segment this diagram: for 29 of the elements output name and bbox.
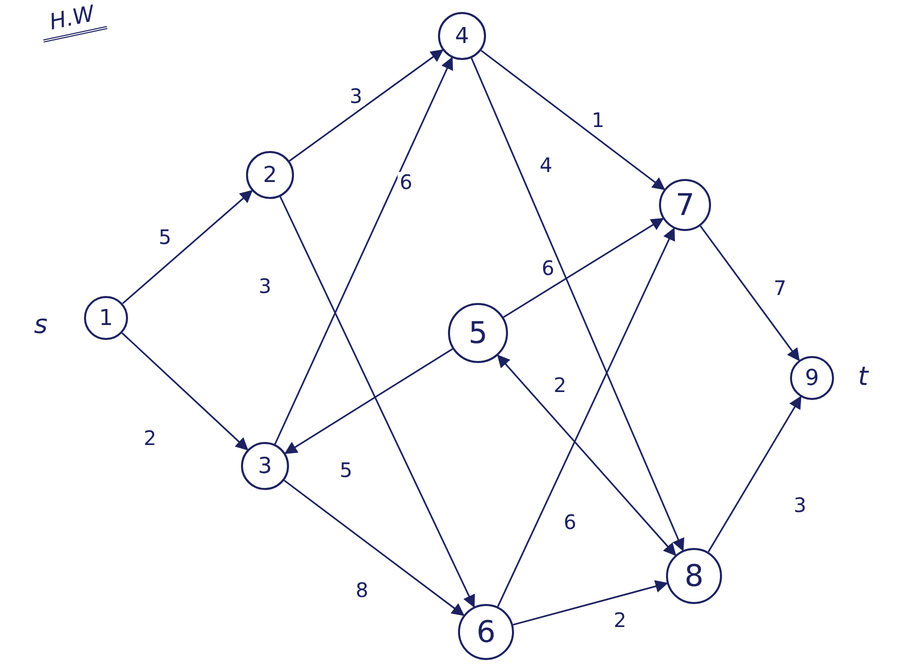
arrow xyxy=(122,190,253,304)
arrow xyxy=(708,396,802,552)
vertex-circle: 9 xyxy=(790,356,834,400)
vertex-circle: 7 xyxy=(659,179,711,231)
vertex-circle: 6 xyxy=(458,604,514,660)
vertex-circle: 1 xyxy=(84,296,128,340)
arrow xyxy=(700,225,800,362)
edge-label: 4 xyxy=(538,155,554,175)
arrow xyxy=(470,58,684,552)
edge-label: 6 xyxy=(398,172,414,192)
vertex-circle: 2 xyxy=(246,151,294,199)
vertex-circle: 5 xyxy=(448,303,508,363)
arrow xyxy=(497,227,675,607)
arrow xyxy=(284,480,465,616)
arrow xyxy=(280,196,475,608)
arrow xyxy=(122,332,248,451)
arrow xyxy=(503,218,664,318)
arrow xyxy=(497,354,676,556)
vertex-circle: 4 xyxy=(438,12,486,60)
vertex-tag: t xyxy=(858,362,868,392)
arrow xyxy=(274,56,454,445)
arrow xyxy=(288,49,444,162)
title: H.W xyxy=(38,0,108,42)
vertex-circle: 8 xyxy=(666,548,722,604)
arrow xyxy=(480,50,666,190)
arrow xyxy=(512,580,668,626)
arrow xyxy=(284,348,453,454)
vertex-circle: 3 xyxy=(241,442,289,490)
vertex-tag: s xyxy=(34,310,48,340)
